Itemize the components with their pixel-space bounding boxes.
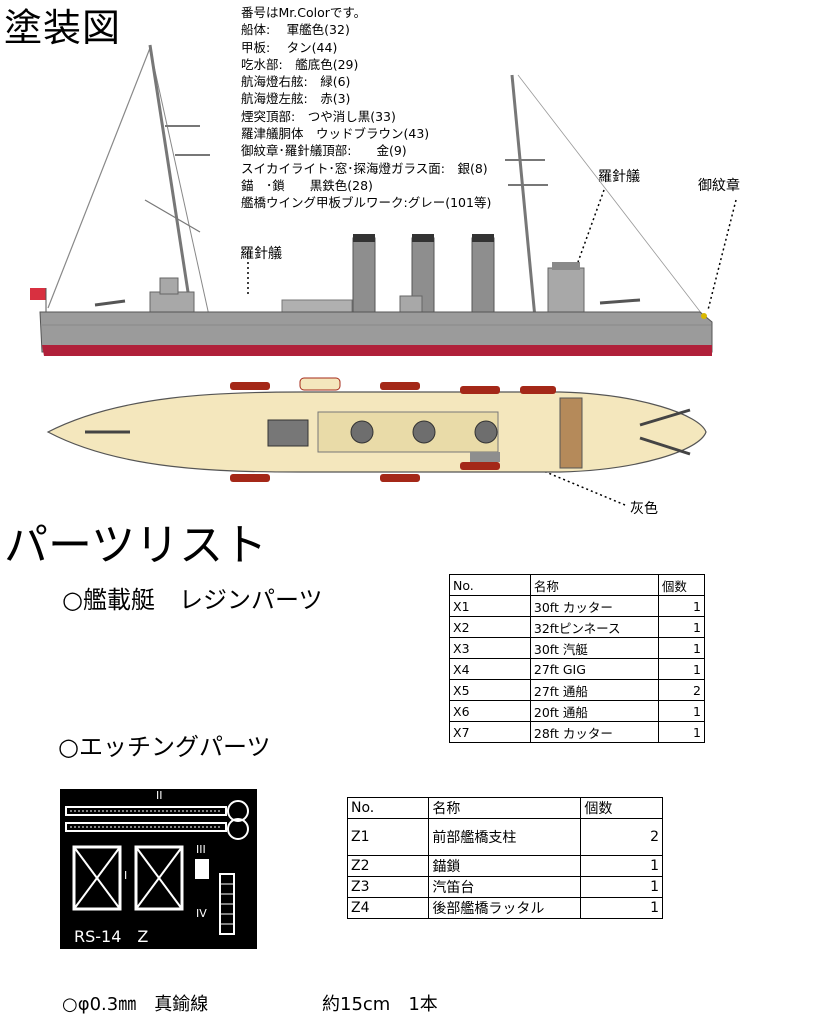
header-no: No. bbox=[346, 797, 430, 819]
color-starboard-light: 航海燈右舷: 緑(6) bbox=[241, 74, 351, 90]
cell-count: 1 bbox=[580, 897, 663, 919]
page-title: 塗装図 bbox=[4, 6, 122, 50]
callout-compass-left: 羅針艤 bbox=[240, 246, 282, 262]
callout-gray: 灰色 bbox=[630, 501, 658, 517]
etching-parts-title: ○エッチングパーツ bbox=[58, 733, 271, 761]
cell-name: 汽笛台 bbox=[428, 876, 582, 898]
cell-count: 2 bbox=[580, 818, 663, 856]
header-no: No. bbox=[449, 574, 531, 596]
callout-compass-right: 羅針艤 bbox=[598, 169, 640, 185]
cell-count: 1 bbox=[657, 658, 706, 680]
cell-no: Z1 bbox=[346, 818, 430, 856]
cell-count: 1 bbox=[580, 855, 663, 877]
callout-crest: 御紋章 bbox=[698, 178, 740, 194]
color-port-light: 航海燈左舷: 赤(3) bbox=[241, 91, 351, 107]
cell-count: 2 bbox=[657, 679, 706, 701]
plate-mark-3: III bbox=[196, 843, 206, 856]
cell-name: 27ft 通船 bbox=[529, 679, 659, 701]
plate-mark-4: IV bbox=[196, 907, 207, 920]
callout-arrows bbox=[247, 189, 737, 506]
cell-no: X4 bbox=[449, 658, 531, 680]
parts-list-title: パーツリスト bbox=[4, 520, 268, 571]
cell-name: 後部艦橋ラッタル bbox=[428, 897, 582, 919]
cell-no: Z3 bbox=[346, 876, 430, 898]
cell-name: 27ft GIG bbox=[529, 658, 659, 680]
cell-no: X7 bbox=[449, 721, 531, 743]
cell-no: Z4 bbox=[346, 897, 430, 919]
cell-count: 1 bbox=[657, 700, 706, 722]
header-name: 名称 bbox=[428, 797, 582, 819]
color-anchor: 錨 ･鎖 黒鉄色(28) bbox=[241, 177, 373, 193]
cell-name: 30ft カッター bbox=[529, 595, 659, 617]
brass-wire-label: ○φ0.3㎜ 真鍮線 bbox=[62, 994, 209, 1015]
etching-plate: II I III IV RS-14 Z bbox=[60, 789, 257, 949]
cell-count: 1 bbox=[657, 721, 706, 743]
brass-wire-amount: 約15cm 1本 bbox=[322, 994, 438, 1015]
color-hull: 船体: 軍艦色(32) bbox=[241, 22, 350, 38]
cell-name: 20ft 通船 bbox=[529, 700, 659, 722]
header-count: 個数 bbox=[657, 574, 706, 596]
cell-no: Z2 bbox=[346, 855, 430, 877]
plate-mark-2: II bbox=[156, 789, 163, 802]
cell-count: 1 bbox=[657, 595, 706, 617]
cell-no: X2 bbox=[449, 616, 531, 638]
color-searchlight: スイカイライト･窓･探海燈ガラス面: 銀(8) bbox=[241, 160, 488, 176]
table-header-row: No. 名称 個数 bbox=[449, 574, 706, 596]
color-crest: 御紋章･羅針艤頂部: 金(9) bbox=[241, 143, 407, 159]
color-funnel-top: 煙突頂部: つや消し黒(33) bbox=[241, 108, 396, 124]
color-deck: 甲板: タン(44) bbox=[241, 39, 338, 55]
cell-no: X3 bbox=[449, 637, 531, 659]
cell-no: X1 bbox=[449, 595, 531, 617]
cell-no: X6 bbox=[449, 700, 531, 722]
color-legend: 番号はMr.Colorです。 船体: 軍艦色(32) 甲板: タン(44) 吃水… bbox=[241, 4, 491, 212]
color-compass-body: 羅津艤胴体 ウッドブラウン(43) bbox=[241, 126, 430, 142]
cell-no: X5 bbox=[449, 679, 531, 701]
cell-name: 28ft カッター bbox=[529, 721, 659, 743]
ship-top-view bbox=[46, 377, 707, 482]
header-name: 名称 bbox=[529, 574, 659, 596]
cell-count: 1 bbox=[580, 876, 663, 898]
plate-label: RS-14 Z bbox=[74, 927, 149, 946]
color-waterline: 吃水部: 艦底色(29) bbox=[241, 56, 359, 72]
cell-count: 1 bbox=[657, 616, 706, 638]
plate-mark-1: I bbox=[124, 869, 128, 882]
color-legend-header: 番号はMr.Colorです。 bbox=[241, 5, 367, 20]
cell-count: 1 bbox=[657, 637, 706, 659]
cell-name: 30ft 汽艇 bbox=[529, 637, 659, 659]
ship-side-profile bbox=[30, 44, 713, 356]
resin-parts-title: ○艦載艇 レジンパーツ bbox=[62, 586, 323, 614]
color-bridge-wing: 艦橋ウイング甲板ブルワーク:グレー(101等) bbox=[241, 195, 492, 211]
cell-name: 32ftピンネース bbox=[529, 616, 659, 638]
table-header-row: No. 名称 個数 bbox=[346, 797, 663, 819]
header-count: 個数 bbox=[580, 797, 663, 819]
cell-name: 前部艦橋支柱 bbox=[428, 818, 582, 856]
cell-name: 錨鎖 bbox=[428, 855, 582, 877]
